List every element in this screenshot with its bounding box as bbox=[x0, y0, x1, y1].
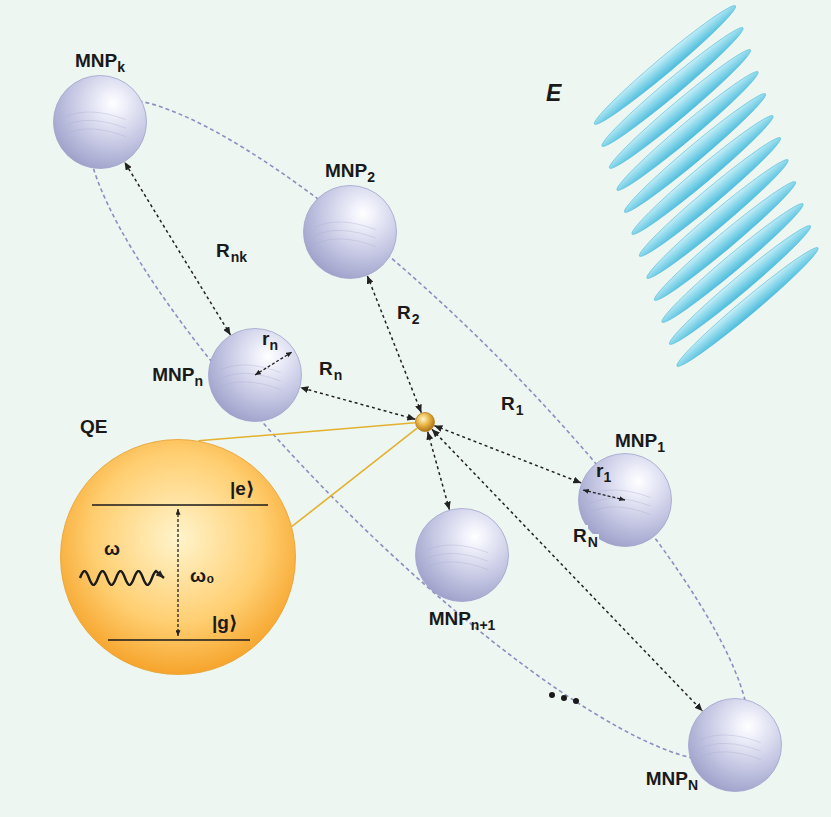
node-shape bbox=[303, 185, 397, 279]
node-shape bbox=[415, 412, 435, 432]
distance-arrow bbox=[125, 162, 231, 335]
field-wavefront bbox=[657, 198, 808, 329]
particle-index: n+1 bbox=[471, 617, 496, 633]
node-shape bbox=[208, 328, 302, 422]
emitter-inset: |e⟩ ω ω₀ |g⟩ bbox=[60, 439, 296, 675]
particle-index: N bbox=[688, 777, 698, 793]
field-wavefront bbox=[672, 242, 823, 373]
node-label: MNP2 bbox=[325, 160, 375, 182]
particle-index: k bbox=[117, 59, 125, 75]
subscript: n bbox=[334, 367, 344, 383]
level-label: ω₀ bbox=[190, 565, 215, 587]
node-label: MNPN bbox=[646, 768, 698, 790]
field-label: E bbox=[546, 80, 561, 106]
subscript: N bbox=[588, 534, 599, 550]
distance-label: R bbox=[500, 393, 516, 415]
radius-label: r bbox=[262, 328, 269, 350]
node-shape bbox=[53, 75, 147, 169]
quantum-emitter: QE bbox=[415, 412, 435, 432]
subscript: nk bbox=[231, 249, 248, 265]
subscript: 1 bbox=[603, 469, 611, 485]
radius-arrow bbox=[583, 490, 625, 500]
emitter-label: QE bbox=[80, 416, 107, 438]
distance-label: R bbox=[215, 240, 231, 262]
node-label: MNPk bbox=[75, 50, 125, 72]
distance-arrow bbox=[367, 276, 421, 413]
node-label: MNPn+1 bbox=[429, 608, 496, 630]
node-shape bbox=[578, 453, 672, 547]
distance-label: R bbox=[318, 358, 334, 380]
particle-index: n bbox=[194, 373, 203, 389]
particle-name: MNP bbox=[615, 430, 657, 451]
distance-arrow bbox=[428, 432, 450, 510]
field-wavefront bbox=[664, 220, 815, 351]
node-shape bbox=[60, 439, 296, 675]
nanoparticle: MNP1 bbox=[578, 453, 672, 547]
node-label: MNPn bbox=[152, 364, 203, 386]
distance-label: R bbox=[396, 302, 412, 324]
nanoparticle: MNPN bbox=[688, 698, 782, 792]
node-shape bbox=[688, 698, 782, 792]
particle-name: MNP bbox=[429, 608, 471, 629]
nanoparticle: MNPk bbox=[53, 75, 147, 169]
energy-levels bbox=[80, 505, 268, 640]
particle-name: MNP bbox=[75, 50, 117, 71]
nanoparticle: MNPn+1 bbox=[415, 508, 509, 602]
level-label: |g⟩ bbox=[212, 612, 238, 634]
particle-name: MNP bbox=[152, 364, 194, 385]
particle-index: 1 bbox=[657, 439, 665, 455]
nanoparticle: MNP2 bbox=[303, 185, 397, 279]
photon-wave bbox=[80, 571, 164, 585]
nanoparticle: MNPn bbox=[208, 328, 302, 422]
distance-arrow bbox=[300, 388, 415, 420]
particle-name: MNP bbox=[325, 160, 367, 181]
level-label: ω bbox=[104, 538, 120, 560]
ellipsis-dots bbox=[549, 692, 579, 704]
node-shape bbox=[415, 508, 509, 602]
array-ellipse bbox=[20, 32, 816, 817]
light-field bbox=[589, 0, 823, 372]
particle-index: 2 bbox=[367, 169, 375, 185]
radius-label: r bbox=[596, 460, 603, 482]
radius-arrow bbox=[255, 352, 292, 375]
subscript: 1 bbox=[516, 402, 525, 418]
subscript: 2 bbox=[412, 311, 421, 327]
subscript: n bbox=[269, 337, 278, 353]
level-label: |e⟩ bbox=[230, 478, 255, 500]
distance-arrow bbox=[434, 426, 581, 483]
node-label: MNP1 bbox=[615, 430, 665, 452]
distance-label: R bbox=[572, 525, 588, 547]
particle-name: MNP bbox=[646, 768, 688, 789]
